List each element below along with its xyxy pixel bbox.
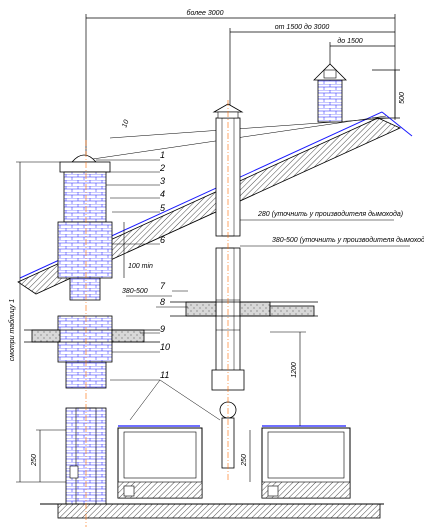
stove-left [117, 425, 203, 499]
dim-1200: 1200 [291, 362, 298, 378]
dim-1500-3000: от 1500 до 3000 [275, 23, 330, 31]
callout-1: 1 [160, 150, 165, 160]
dim-to-1500: до 1500 [337, 37, 362, 45]
note-280: 280 (уточнить у производителя дымохода) [257, 210, 403, 218]
axis-lines [85, 100, 229, 527]
callout-11: 11 [160, 370, 169, 380]
side-dimensions [16, 161, 410, 483]
ceiling-slab-left [24, 329, 160, 343]
stove-right [261, 425, 351, 499]
callout-4: 4 [160, 189, 165, 199]
floor [40, 503, 384, 519]
dim-250-right: 250 [241, 454, 248, 467]
dim-100-min: 100 min [128, 263, 153, 270]
chimney-right-top [313, 63, 347, 123]
callout-3: 3 [160, 176, 165, 186]
dim-380-500: 380-500 [122, 288, 148, 295]
ceiling-slab-center [170, 301, 318, 317]
callout-leaders [96, 159, 221, 421]
callout-8: 8 [160, 297, 165, 307]
callout-9: 9 [160, 324, 165, 334]
roof [17, 111, 413, 295]
brick-chimney-left [57, 154, 113, 505]
dim-vertical-main: смотри таблицу 1 [8, 299, 16, 361]
dim-500: 500 [399, 92, 406, 104]
callout-7: 7 [160, 281, 166, 291]
angle-10: 10 [121, 119, 130, 129]
callout-6: 6 [160, 235, 165, 245]
callout-10: 10 [160, 342, 170, 352]
dim-250-left: 250 [31, 454, 38, 467]
callout-2: 2 [159, 163, 165, 173]
dim-more-3000: более 3000 [187, 9, 224, 17]
note-380-500: 380-500 (уточнить у производителя дымохо… [272, 236, 424, 244]
callout-5: 5 [160, 203, 166, 213]
top-dimensions [85, 14, 400, 160]
